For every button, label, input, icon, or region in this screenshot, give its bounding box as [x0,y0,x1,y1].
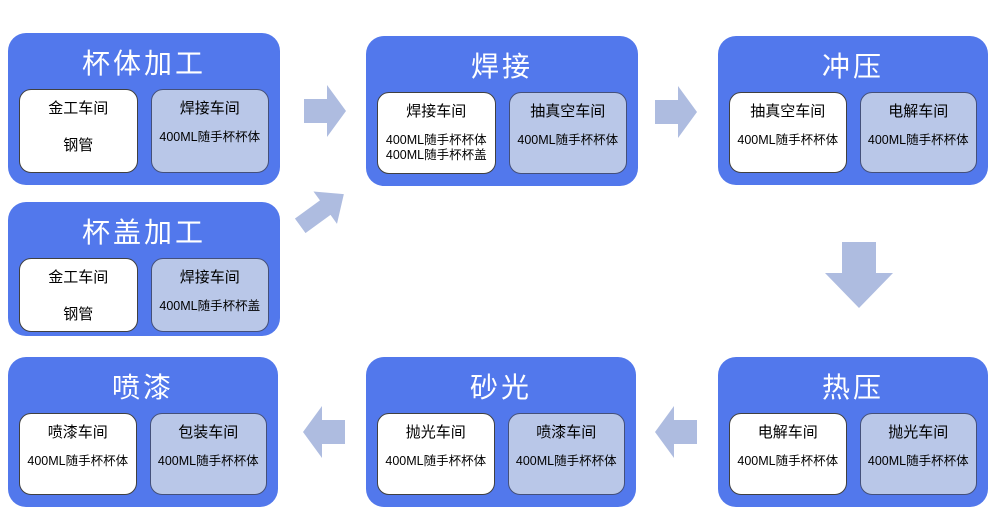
process-node-hot-pressing: 热压 电解车间 400ML随手杯杯体 抛光车间 400ML随手杯杯体 [718,357,988,507]
workshop-card-metalwork: 金工车间 钢管 [19,89,138,173]
card-title: 金工车间 [48,100,109,117]
card-title: 抽真空车间 [530,103,606,120]
card-body-line: 400ML随手杯杯体 [737,453,839,468]
card-title: 电解车间 [888,103,949,120]
workshop-card-vacuum: 抽真空车间 400ML随手杯杯体 [729,92,847,173]
arrow-right-icon [655,83,697,141]
card-body-line: 400ML随手杯杯体 [385,132,487,147]
card-title: 包装车间 [178,424,239,441]
workshop-card-packaging: 包装车间 400ML随手杯杯体 [149,413,267,495]
node-title: 杯盖加工 [81,217,206,248]
card-title: 抽真空车间 [750,103,826,120]
workshop-card-welding: 焊接车间 400ML随手杯杯盖 [150,258,269,332]
node-title: 喷漆 [111,372,174,403]
process-node-cup-body: 杯体加工 金工车间 钢管 焊接车间 400ML随手杯杯体 [8,33,280,185]
card-body-line: 400ML随手杯杯体 [737,132,839,147]
card-body-line: 400ML随手杯杯体 [385,453,487,468]
process-node-stamping: 冲压 抽真空车间 400ML随手杯杯体 电解车间 400ML随手杯杯体 [718,36,988,185]
card-body-line: 400ML随手杯杯体 [159,129,261,144]
card-title: 焊接车间 [406,103,467,120]
card-row: 喷漆车间 400ML随手杯杯体 包装车间 400ML随手杯杯体 [19,413,267,495]
card-row: 焊接车间 400ML随手杯杯体 400ML随手杯杯盖 抽真空车间 400ML随手… [377,92,627,174]
card-body-line: 钢管 [63,305,94,323]
card-body-line: 400ML随手杯杯体 [157,453,259,468]
arrow-up-right-icon [287,176,357,243]
card-row: 金工车间 钢管 焊接车间 400ML随手杯杯体 [19,89,269,173]
arrow-left-icon [655,403,697,461]
card-title: 焊接车间 [179,100,240,117]
card-title: 喷漆车间 [536,424,597,441]
card-body-line: 400ML随手杯杯体 [27,453,129,468]
card-title: 抛光车间 [405,424,466,441]
card-title: 抛光车间 [888,424,949,441]
process-node-painting: 喷漆 喷漆车间 400ML随手杯杯体 包装车间 400ML随手杯杯体 [8,357,278,507]
arrow-left-icon [303,403,345,461]
card-body-line: 400ML随手杯杯体 [867,453,969,468]
card-body-line: 400ML随手杯杯体 [515,453,617,468]
card-row: 金工车间 钢管 焊接车间 400ML随手杯杯盖 [19,258,269,332]
process-node-cup-lid: 杯盖加工 金工车间 钢管 焊接车间 400ML随手杯杯盖 [8,202,280,336]
card-row: 抛光车间 400ML随手杯杯体 喷漆车间 400ML随手杯杯体 [377,413,625,495]
workshop-card-polishing: 抛光车间 400ML随手杯杯体 [859,413,977,495]
card-body-line: 400ML随手杯杯盖 [385,148,487,163]
card-title: 喷漆车间 [47,424,108,441]
workshop-card-painting: 喷漆车间 400ML随手杯杯体 [19,413,137,495]
node-title: 焊接 [470,51,533,82]
card-title: 焊接车间 [179,269,240,286]
arrow-right-icon [304,82,346,140]
card-body-line: 400ML随手杯杯体 [867,132,969,147]
card-body-line: 400ML随手杯杯体 [517,132,619,147]
arrow-down-icon [825,242,893,308]
node-title: 砂光 [469,372,532,403]
process-node-welding: 焊接 焊接车间 400ML随手杯杯体 400ML随手杯杯盖 抽真空车间 400M… [366,36,638,186]
card-row: 电解车间 400ML随手杯杯体 抛光车间 400ML随手杯杯体 [729,413,977,495]
process-node-sanding: 砂光 抛光车间 400ML随手杯杯体 喷漆车间 400ML随手杯杯体 [366,357,636,507]
workshop-card-electrolysis: 电解车间 400ML随手杯杯体 [859,92,977,173]
workshop-card-electrolysis: 电解车间 400ML随手杯杯体 [729,413,847,495]
card-row: 抽真空车间 400ML随手杯杯体 电解车间 400ML随手杯杯体 [729,92,977,173]
card-body-line: 400ML随手杯杯盖 [159,298,261,313]
workshop-card-metalwork: 金工车间 钢管 [19,258,138,332]
workshop-card-polishing: 抛光车间 400ML随手杯杯体 [377,413,495,495]
workshop-card-vacuum: 抽真空车间 400ML随手杯杯体 [508,92,627,174]
card-body-line: 钢管 [63,136,94,154]
node-title: 热压 [821,372,884,403]
workshop-card-painting: 喷漆车间 400ML随手杯杯体 [507,413,625,495]
node-title: 杯体加工 [81,48,206,79]
workshop-card-welding: 焊接车间 400ML随手杯杯体 [150,89,269,173]
node-title: 冲压 [821,51,884,82]
card-title: 金工车间 [48,269,109,286]
card-title: 电解车间 [757,424,818,441]
workshop-card-welding: 焊接车间 400ML随手杯杯体 400ML随手杯杯盖 [377,92,496,174]
